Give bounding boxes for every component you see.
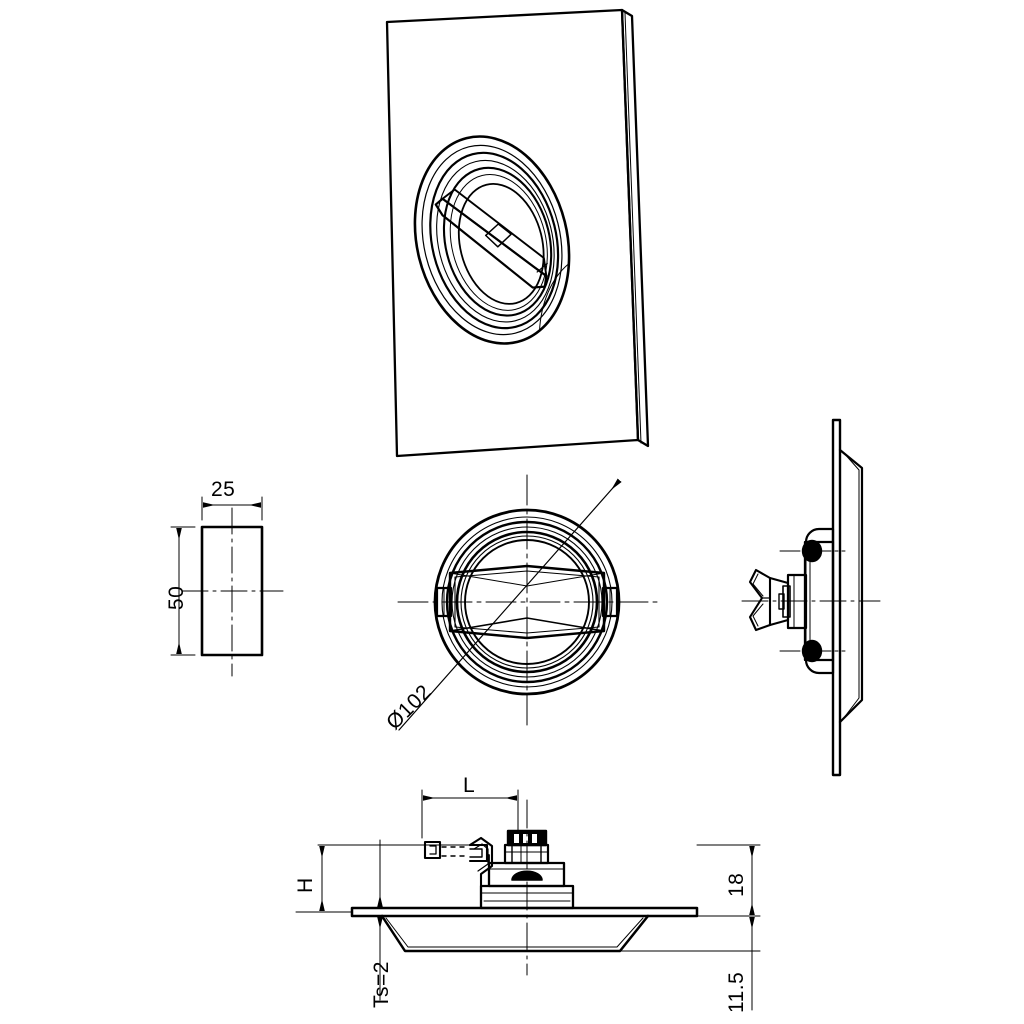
- dimension-L: [421, 789, 519, 839]
- dimension-label-25: 25: [211, 478, 236, 501]
- circular-front-view: [397, 474, 658, 731]
- dimension-label-H: H: [294, 877, 317, 893]
- dimension-label-L: L: [463, 774, 476, 797]
- dimension-25: [201, 496, 263, 521]
- dimension-50: [170, 526, 196, 656]
- dimension-11-5: [619, 917, 761, 1011]
- dimension-18: [696, 844, 761, 917]
- dimension-label-50: 50: [165, 585, 188, 610]
- dimension-label-ts: Ts=2: [370, 961, 393, 1008]
- dimension-H: [295, 844, 471, 913]
- rectangular-profile-view: [181, 507, 284, 677]
- diameter-leader-line: [398, 478, 622, 731]
- dimension-label-11-5: 11.5: [725, 971, 748, 1013]
- bottom-section-view: [350, 799, 699, 976]
- dimension-label-18: 18: [725, 872, 748, 897]
- isometric-panel-view: [385, 8, 650, 458]
- right-side-elevation-view: [741, 418, 881, 777]
